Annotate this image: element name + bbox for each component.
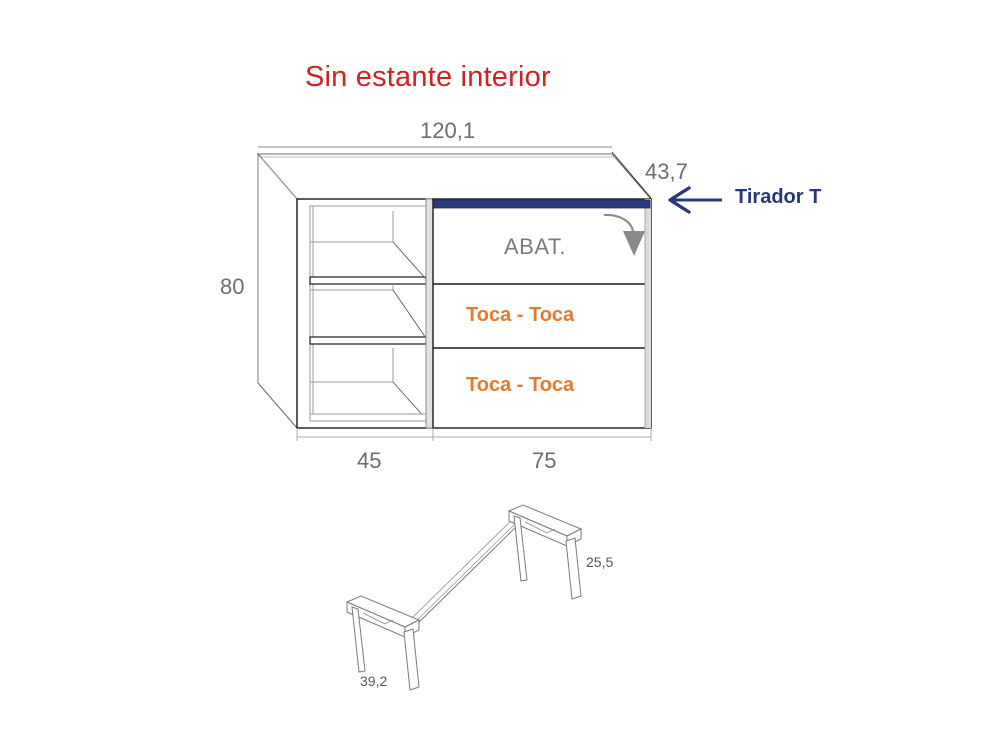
cabinet-top-surface: [256, 153, 653, 200]
dimension-line-sections: [296, 428, 652, 441]
cabinet-left-side-panel: [257, 152, 301, 430]
left-arrow-icon: [668, 186, 722, 214]
leg-frame-drawing: [345, 504, 583, 691]
leg-width-label: 39,2: [360, 673, 388, 689]
dimension-right-section-label: 75: [532, 448, 557, 473]
dimension-width-label: 120,1: [420, 118, 476, 143]
flap-door-label: ABAT.: [504, 234, 567, 259]
leg-height-label: 25,5: [586, 554, 614, 570]
page-title: Sin estante interior: [305, 61, 551, 93]
dimension-depth-label: 43,7: [645, 159, 688, 184]
cabinet-open-shelf-section: [296, 198, 434, 429]
drawer-top-label: Toca - Toca: [466, 304, 575, 326]
handle-strip[interactable]: [433, 199, 651, 209]
curved-down-arrow-icon: [603, 213, 645, 256]
dimension-height-label: 80: [220, 274, 245, 299]
drawer-bottom-label: Toca - Toca: [466, 374, 575, 396]
handle-label: Tirador T: [735, 186, 822, 208]
dimension-left-section-label: 45: [357, 448, 382, 473]
dimension-line-depth: [611, 151, 652, 199]
cabinet-door-section: [432, 198, 652, 429]
